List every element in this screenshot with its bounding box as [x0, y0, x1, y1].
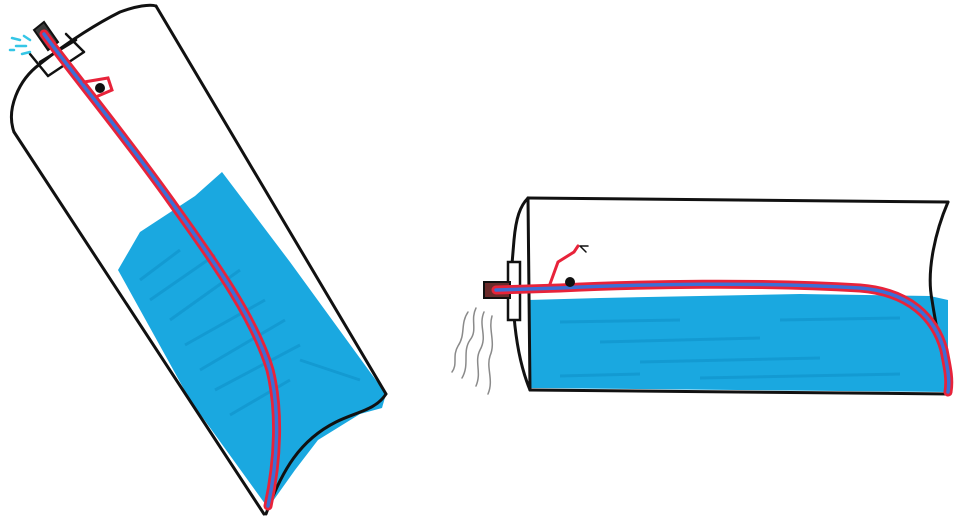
horizontal-can-spring-tick [580, 246, 588, 252]
horizontal-can-gas-wisps [452, 308, 492, 394]
upright-can-spray [10, 36, 30, 54]
upright-can-valve-ball [95, 83, 105, 93]
horizontal-can [452, 198, 950, 394]
horizontal-can-valve-spring [550, 246, 578, 284]
upright-can-dome-outline [12, 5, 156, 132]
horizontal-can-valve-ball [565, 277, 575, 287]
upright-can [10, 5, 386, 514]
